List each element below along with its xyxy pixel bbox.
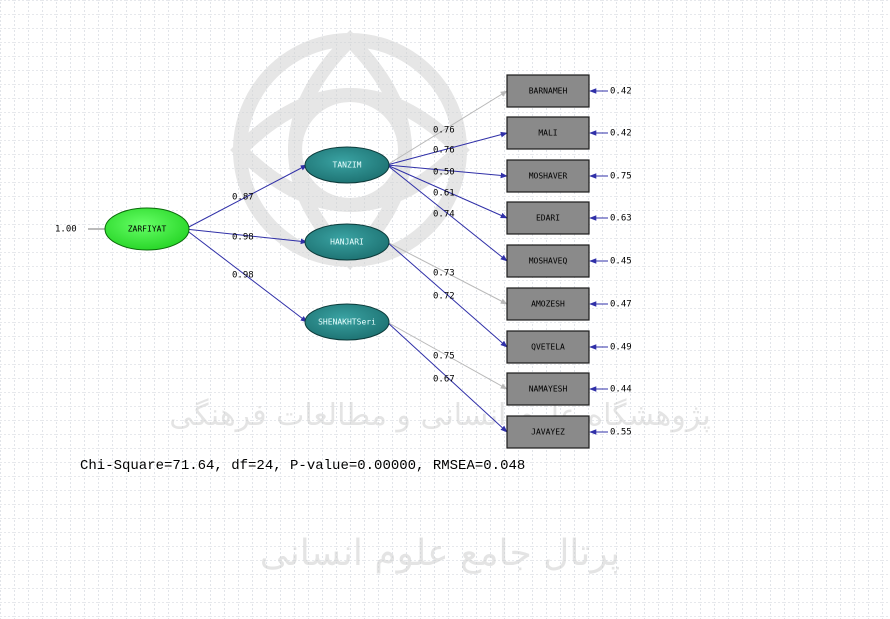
latent-label: TANZIM [333, 161, 362, 170]
exogenous-node [104, 207, 190, 251]
coefficient-label: 0.75 [433, 352, 455, 362]
indicator-label: JAVAYEZ [531, 428, 565, 437]
indicator-box [506, 372, 590, 406]
indicator-arrow [386, 164, 508, 219]
coefficient-label: 0.61 [433, 189, 455, 199]
watermark-line1: پژوهشگاه علوم انسانی و مطالعات فرهنگی [169, 398, 711, 433]
indicator-label: AMOZESH [531, 300, 565, 309]
nodes: 1.00 0.87 0.98 0.98 0.76 0.76 0.50 0.61 0.74 0.73… [55, 74, 632, 449]
indicator-label: MOSHAVEQ [529, 257, 568, 266]
indicator-arrow [386, 90, 508, 166]
error-label: 0.55 [610, 428, 632, 438]
coefficient-label: 0.76 [433, 146, 455, 156]
indicator-box [506, 287, 590, 321]
indicator-arrow [386, 131, 508, 166]
latent-node [304, 223, 390, 261]
error-label: 0.45 [610, 257, 632, 267]
indicator-box [506, 330, 590, 364]
latent-label: SHENAKHTSeri [318, 318, 376, 327]
indicator-arrow [386, 321, 508, 390]
indicator-label: MALI [538, 129, 557, 138]
indicator-box [506, 244, 590, 278]
latent-node [304, 146, 390, 184]
error-label: 0.44 [610, 385, 632, 395]
indicator-label: BARNAMEH [529, 87, 568, 96]
latent-node [304, 303, 390, 341]
indicator-box [506, 201, 590, 235]
indicator-label: EDARI [536, 214, 560, 223]
coefficient-label: 0.50 [433, 168, 455, 178]
coefficient-label: 0.76 [433, 126, 455, 136]
indicator-label: NAMAYESH [529, 385, 568, 394]
indicator-box [506, 116, 590, 150]
exogenous-label: ZARFIYAT [128, 225, 167, 234]
indicator-box [506, 159, 590, 193]
loading-label: 0.98 [232, 233, 254, 243]
coefficient-label: 0.74 [433, 210, 455, 220]
indicator-arrow [386, 241, 508, 305]
error-label: 0.42 [610, 87, 632, 97]
loading-label: 0.98 [232, 271, 254, 281]
path-arrow [184, 228, 308, 323]
coefficient-label: 0.72 [433, 292, 455, 302]
indicator-label: MOSHAVER [529, 172, 568, 181]
indicator-box [506, 415, 590, 449]
exogenous-variance-label: 1.00 [55, 225, 77, 235]
error-label: 0.75 [610, 172, 632, 182]
indicator-arrow [386, 164, 508, 179]
edges [88, 88, 608, 435]
watermark-line2: پرتال جامع علوم انسانی [260, 533, 620, 574]
indicator-arrow [386, 321, 508, 433]
path-arrow [184, 228, 308, 245]
indicator-arrow [386, 164, 508, 262]
error-label: 0.49 [610, 343, 632, 353]
indicator-arrow [386, 241, 508, 348]
path-arrow [184, 164, 308, 230]
loading-label: 0.87 [232, 193, 254, 203]
fit-statistics: Chi-Square=71.64, df=24, P-value=0.00000… [80, 458, 526, 474]
error-label: 0.42 [610, 129, 632, 139]
indicator-label: QVETELA [531, 343, 565, 352]
latent-label: HANJARI [330, 238, 364, 247]
watermark: پژوهشگاه علوم انسانی و مطالعات فرهنگی پر… [169, 30, 711, 574]
indicator-box [506, 74, 590, 108]
coefficient-label: 0.73 [433, 269, 455, 279]
error-label: 0.63 [610, 214, 632, 224]
coefficient-label: 0.67 [433, 375, 455, 385]
error-label: 0.47 [610, 300, 632, 310]
